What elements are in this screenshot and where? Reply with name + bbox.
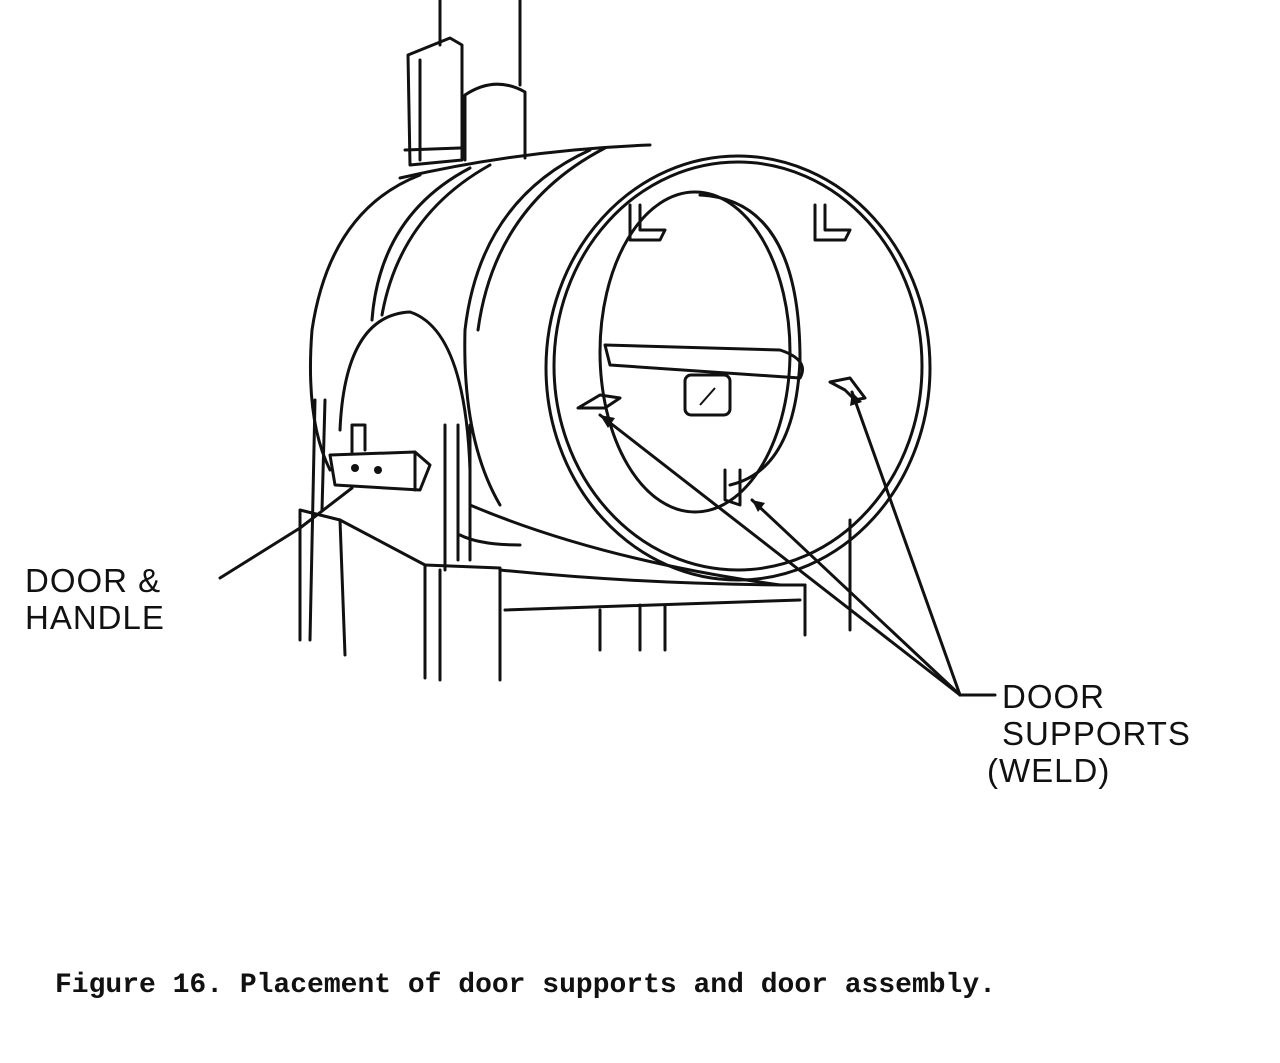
chimney-pipes bbox=[403, 0, 527, 167]
door-support-brackets bbox=[576, 203, 867, 507]
door-handle-label-line1: DOOR & bbox=[25, 562, 162, 599]
barrel-body bbox=[308, 143, 932, 587]
figure-caption: Figure 16. Placement of door supports an… bbox=[55, 970, 996, 1001]
door-handle-label: DOOR & HANDLE bbox=[25, 562, 165, 636]
door-handle-label-line2: HANDLE bbox=[25, 599, 165, 636]
stand bbox=[298, 398, 852, 682]
door-supports-label-line1: DOOR bbox=[1002, 678, 1105, 715]
side-door bbox=[328, 310, 472, 492]
door-supports-label-line3: (WELD) bbox=[987, 752, 1111, 789]
door-supports-label: DOOR SUPPORTS (WELD) bbox=[987, 678, 1191, 789]
door-supports-label-line2: SUPPORTS bbox=[1002, 715, 1191, 752]
leader-lines bbox=[218, 390, 997, 697]
front-opening bbox=[598, 190, 804, 514]
